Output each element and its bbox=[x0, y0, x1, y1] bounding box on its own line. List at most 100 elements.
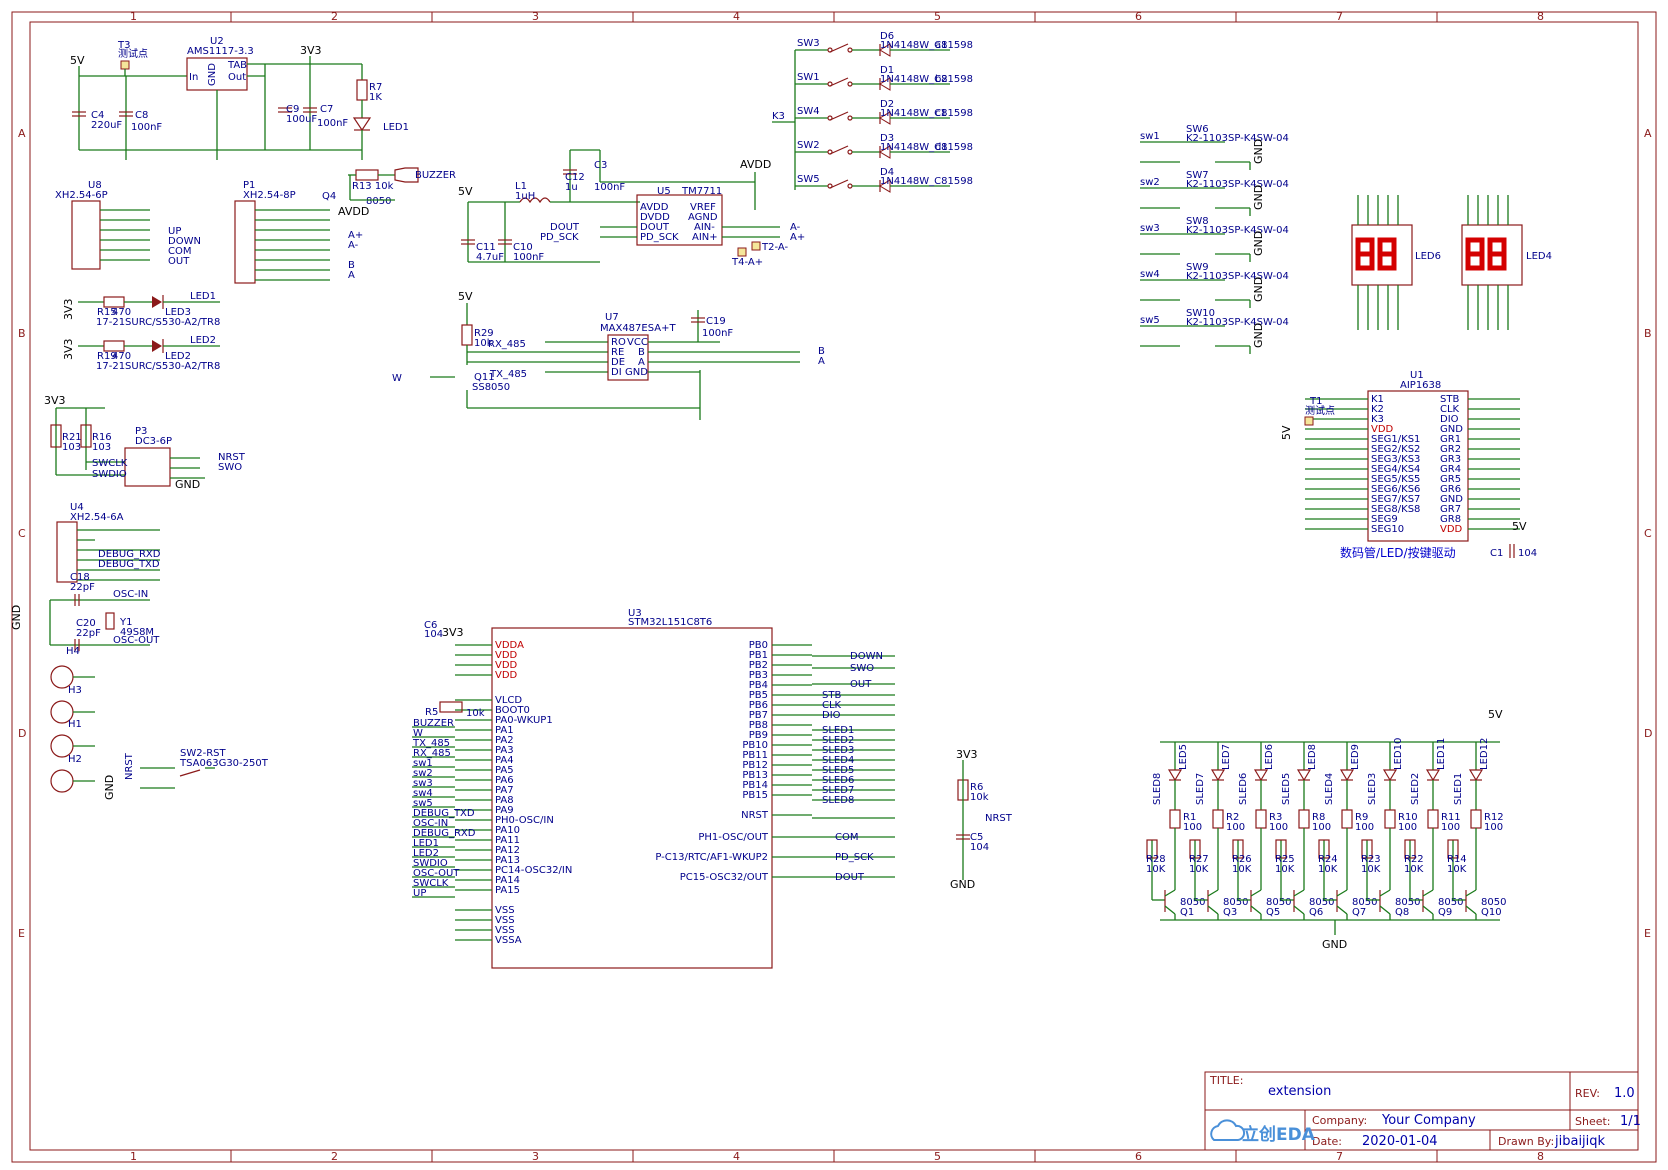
title-block: TITLE: extension REV: 1.0 Company: Your … bbox=[1204, 1071, 1641, 1151]
osc-out-net: OSC-OUT bbox=[113, 635, 160, 646]
sled-rbot-0: R28 bbox=[1146, 854, 1166, 865]
sled-q-ref-0: Q1 bbox=[1180, 907, 1194, 918]
p1-net-a: A bbox=[348, 270, 355, 281]
p1-ref: P1 bbox=[243, 180, 255, 191]
sled-rtop-7: R12 bbox=[1484, 812, 1504, 823]
col-label-bottom-6: 6 bbox=[1135, 1150, 1142, 1163]
c6-ref: C6 bbox=[424, 620, 437, 631]
u3-pin-right-13: PB13 bbox=[742, 770, 768, 781]
u3-pin-right-18: P-C13/RTC/AF1-WKUP2 bbox=[655, 852, 768, 863]
sled-net-4: SLED4 bbox=[1324, 773, 1335, 805]
diode-0-value: 1N4148W_C81598 bbox=[880, 40, 973, 51]
u5-pin-ainp: AIN+ bbox=[692, 232, 718, 243]
logo-text: 立创EDA bbox=[1242, 1124, 1316, 1145]
adc-dout: DOUT bbox=[550, 222, 580, 233]
u2-value: AMS1117-3.3 bbox=[187, 46, 254, 57]
sled-led-3: LED8 bbox=[1307, 744, 1318, 770]
r7-value: 1K bbox=[369, 92, 382, 103]
crystal-osc: GND C18 22pF C20 22pF Y1 49S8M OSC-IN OS… bbox=[10, 572, 160, 657]
rs485-b: B bbox=[818, 346, 825, 357]
u3-pin-left-10: PA4 bbox=[495, 755, 514, 766]
u7-pin-ro: RO bbox=[611, 337, 626, 348]
u3-pin-left-23: PA15 bbox=[495, 885, 520, 896]
u3-net-right-3: STB bbox=[822, 690, 841, 701]
u3-pin-right-17: PH1-OSC/OUT bbox=[698, 832, 769, 843]
adc-block: 5V L1 1uH C11 4.7uF C10 100nF C12 1u C3 … bbox=[458, 149, 805, 268]
u2-pin-tab: TAB bbox=[227, 60, 247, 71]
u3-net-right-11: SLED6 bbox=[822, 775, 854, 786]
sled-led-6: LED11 bbox=[1436, 738, 1447, 770]
c20-value: 22pF bbox=[76, 628, 101, 639]
u1-pin-left-8: SEG5/KS5 bbox=[1371, 474, 1420, 485]
switch-2-ref: SW4 bbox=[797, 106, 820, 117]
u3-pin-left-27: VSSA bbox=[495, 935, 522, 946]
r21-ref: R21 bbox=[62, 432, 82, 443]
sled-led-5: LED10 bbox=[1393, 738, 1404, 770]
r19-value: 470 bbox=[112, 351, 131, 362]
sled-q-val-7: 8050 bbox=[1481, 897, 1506, 908]
row-label-right-D: D bbox=[1644, 727, 1652, 740]
u3-net-left-2: TX_485 bbox=[412, 738, 450, 749]
sheet-label: Sheet: bbox=[1575, 1115, 1611, 1128]
u3-net-left-5: sw2 bbox=[413, 768, 433, 779]
sw2-ref: SW2-RST bbox=[180, 748, 227, 759]
led2-net: LED2 bbox=[190, 335, 216, 346]
rsw-0-net: sw1 bbox=[1140, 131, 1160, 142]
u3-pin-left-7: PA1 bbox=[495, 725, 514, 736]
c5-ref: C5 bbox=[970, 832, 983, 843]
mounting-holes: H3 H1 H2 bbox=[50, 665, 95, 793]
u7-pin-de: DE bbox=[611, 357, 625, 368]
u7-pin-vcc: VCC bbox=[627, 337, 648, 348]
q4-ref: Q4 bbox=[322, 191, 336, 202]
u1-pin-left-1: K2 bbox=[1371, 404, 1384, 415]
sled-q-val-0: 8050 bbox=[1180, 897, 1205, 908]
u1-pins-right: STBCLKDIOGNDGR1GR2GR3GR4GR5GR6GNDGR7GR8V… bbox=[1440, 394, 1520, 535]
c20-ref: C20 bbox=[76, 618, 96, 629]
r15-value: 470 bbox=[112, 307, 131, 318]
c4-value: 220uF bbox=[91, 120, 122, 131]
u5-pin-agnd: AGND bbox=[688, 212, 718, 223]
u3-pin-left-18: PA11 bbox=[495, 835, 520, 846]
u5-pin-avdd: AVDD bbox=[640, 202, 669, 213]
title-label: TITLE: bbox=[1209, 1074, 1243, 1087]
t1-value: 测试点 bbox=[1305, 404, 1335, 417]
u3-pin-left-24: VSS bbox=[495, 905, 515, 916]
u1-ref: U1 bbox=[1410, 370, 1424, 381]
u3-net-right-17: DOUT bbox=[835, 872, 865, 883]
col-label-bottom-2: 2 bbox=[331, 1150, 338, 1163]
sled-q-val-5: 8050 bbox=[1395, 897, 1420, 908]
company-value: Your Company bbox=[1381, 1113, 1476, 1128]
diode-2-net: c1 bbox=[935, 108, 947, 119]
u3-net-left-6: sw3 bbox=[413, 778, 433, 789]
switch-1-ref: SW1 bbox=[797, 72, 820, 83]
buzzer-driver: Q4 8050 R13 10k BUZZER bbox=[322, 167, 456, 207]
u3-pin-left-8: PA2 bbox=[495, 735, 514, 746]
u3-pin-left-15: PA9 bbox=[495, 805, 514, 816]
sled-rbot-val-2: 10K bbox=[1232, 864, 1252, 875]
row-label-C: C bbox=[18, 527, 26, 540]
sled-q-val-6: 8050 bbox=[1438, 897, 1463, 908]
u8-net-com: COM bbox=[168, 246, 191, 257]
r6-ref: R6 bbox=[970, 782, 983, 793]
sled-q-ref-1: Q3 bbox=[1223, 907, 1237, 918]
u3-pin-left-5: BOOT0 bbox=[495, 705, 530, 716]
col-label-bottom-3: 3 bbox=[532, 1150, 539, 1163]
rs485-a: A bbox=[818, 356, 825, 367]
sled-q-ref-2: Q5 bbox=[1266, 907, 1280, 918]
led6-ref: LED6 bbox=[1415, 251, 1441, 262]
u3-pin-right-16: NRST bbox=[741, 810, 769, 821]
t3-value: 测试点 bbox=[118, 47, 148, 60]
u1-pins-left: K1K2K3VDDSEG1/KS1SEG2/KS2SEG3/KS3SEG4/KS… bbox=[1305, 394, 1420, 535]
diode-4-value: 1N4148W_C81598 bbox=[880, 176, 973, 187]
u5-pin-dout: DOUT bbox=[640, 222, 670, 233]
u7-value: MAX487ESA+T bbox=[600, 323, 676, 334]
u8-value: XH2.54-6P bbox=[55, 190, 108, 201]
u3-net-left-11: DEBUG_RXD bbox=[413, 828, 476, 839]
c1-ref: C1 bbox=[1490, 548, 1503, 559]
sled-rbot-val-5: 10K bbox=[1361, 864, 1381, 875]
sheet-value: 1/1 bbox=[1620, 1114, 1641, 1129]
u3-pin-left-13: PA7 bbox=[495, 785, 514, 796]
c12-ref: C12 bbox=[565, 172, 585, 183]
rsw-1-value: K2-1103SP-K4SW-04 bbox=[1186, 179, 1289, 190]
